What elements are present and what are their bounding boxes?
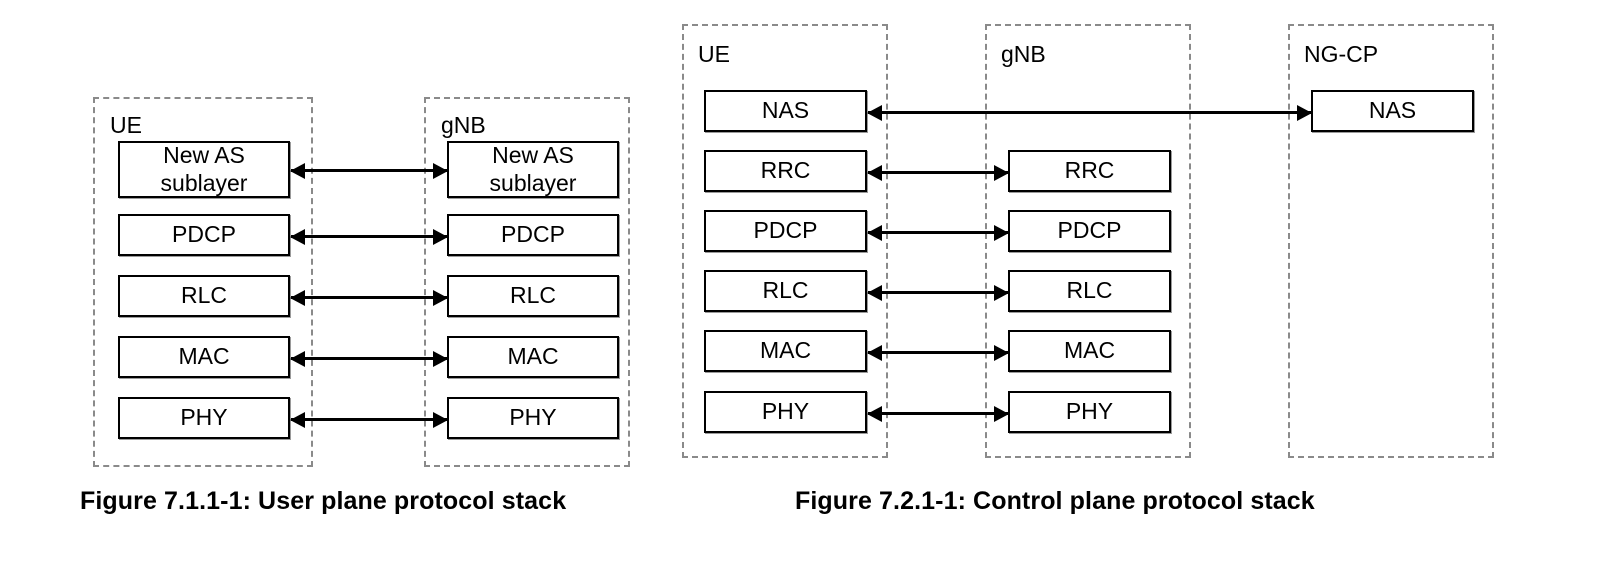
up-gnb-layer-phy[interactable]: PHY	[447, 397, 619, 439]
cp-gnb-layer-pdcp[interactable]: PDCP	[1008, 210, 1171, 252]
cp-arrow-mac	[867, 345, 1009, 361]
cp-ngcp-node-container	[1288, 24, 1494, 458]
up-gnb-node-label: gNB	[441, 112, 486, 138]
cp-gnb-layer-rrc[interactable]: RRC	[1008, 150, 1171, 192]
up-gnb-layer-new-as-sublayer[interactable]: New AS sublayer	[447, 141, 619, 198]
cp-arrow-nas	[867, 105, 1312, 121]
cp-arrow-pdcp	[867, 225, 1009, 241]
cp-gnb-layer-phy[interactable]: PHY	[1008, 391, 1171, 433]
cp-ue-layer-phy[interactable]: PHY	[704, 391, 867, 433]
up-ue-layer-phy[interactable]: PHY	[118, 397, 290, 439]
cp-gnb-node-label: gNB	[1001, 41, 1046, 67]
cp-arrow-phy	[867, 406, 1009, 422]
cp-ue-layer-nas[interactable]: NAS	[704, 90, 867, 132]
cp-arrow-rlc	[867, 285, 1009, 301]
cp-ue-node-label: UE	[698, 41, 730, 67]
cp-gnb-layer-rlc[interactable]: RLC	[1008, 270, 1171, 312]
up-ue-node-container	[93, 97, 313, 467]
cp-ue-node-container	[682, 24, 888, 458]
cp-ue-layer-rrc[interactable]: RRC	[704, 150, 867, 192]
cp-ue-layer-rlc[interactable]: RLC	[704, 270, 867, 312]
up-arrow-phy	[290, 412, 448, 428]
cp-ngcp-layer-nas[interactable]: NAS	[1311, 90, 1474, 132]
up-gnb-layer-rlc[interactable]: RLC	[447, 275, 619, 317]
cp-gnb-layer-mac[interactable]: MAC	[1008, 330, 1171, 372]
up-ue-layer-mac[interactable]: MAC	[118, 336, 290, 378]
cp-gnb-node-container	[985, 24, 1191, 458]
up-ue-layer-new-as-sublayer[interactable]: New AS sublayer	[118, 141, 290, 198]
up-ue-layer-rlc[interactable]: RLC	[118, 275, 290, 317]
up-arrow-mac	[290, 351, 448, 367]
cp-ue-layer-mac[interactable]: MAC	[704, 330, 867, 372]
up-ue-layer-pdcp[interactable]: PDCP	[118, 214, 290, 256]
up-arrow-new-as-sublayer	[290, 163, 448, 179]
user-plane-caption: Figure 7.1.1-1: User plane protocol stac…	[80, 487, 567, 515]
up-arrow-rlc	[290, 290, 448, 306]
up-ue-node-label: UE	[110, 112, 142, 138]
cp-arrow-rrc	[867, 165, 1009, 181]
cp-ngcp-node-label: NG-CP	[1304, 41, 1379, 67]
cp-ue-layer-pdcp[interactable]: PDCP	[704, 210, 867, 252]
up-gnb-node-container	[424, 97, 630, 467]
up-arrow-pdcp	[290, 229, 448, 245]
control-plane-caption: Figure 7.2.1-1: Control plane protocol s…	[795, 487, 1315, 515]
up-gnb-layer-mac[interactable]: MAC	[447, 336, 619, 378]
up-gnb-layer-pdcp[interactable]: PDCP	[447, 214, 619, 256]
